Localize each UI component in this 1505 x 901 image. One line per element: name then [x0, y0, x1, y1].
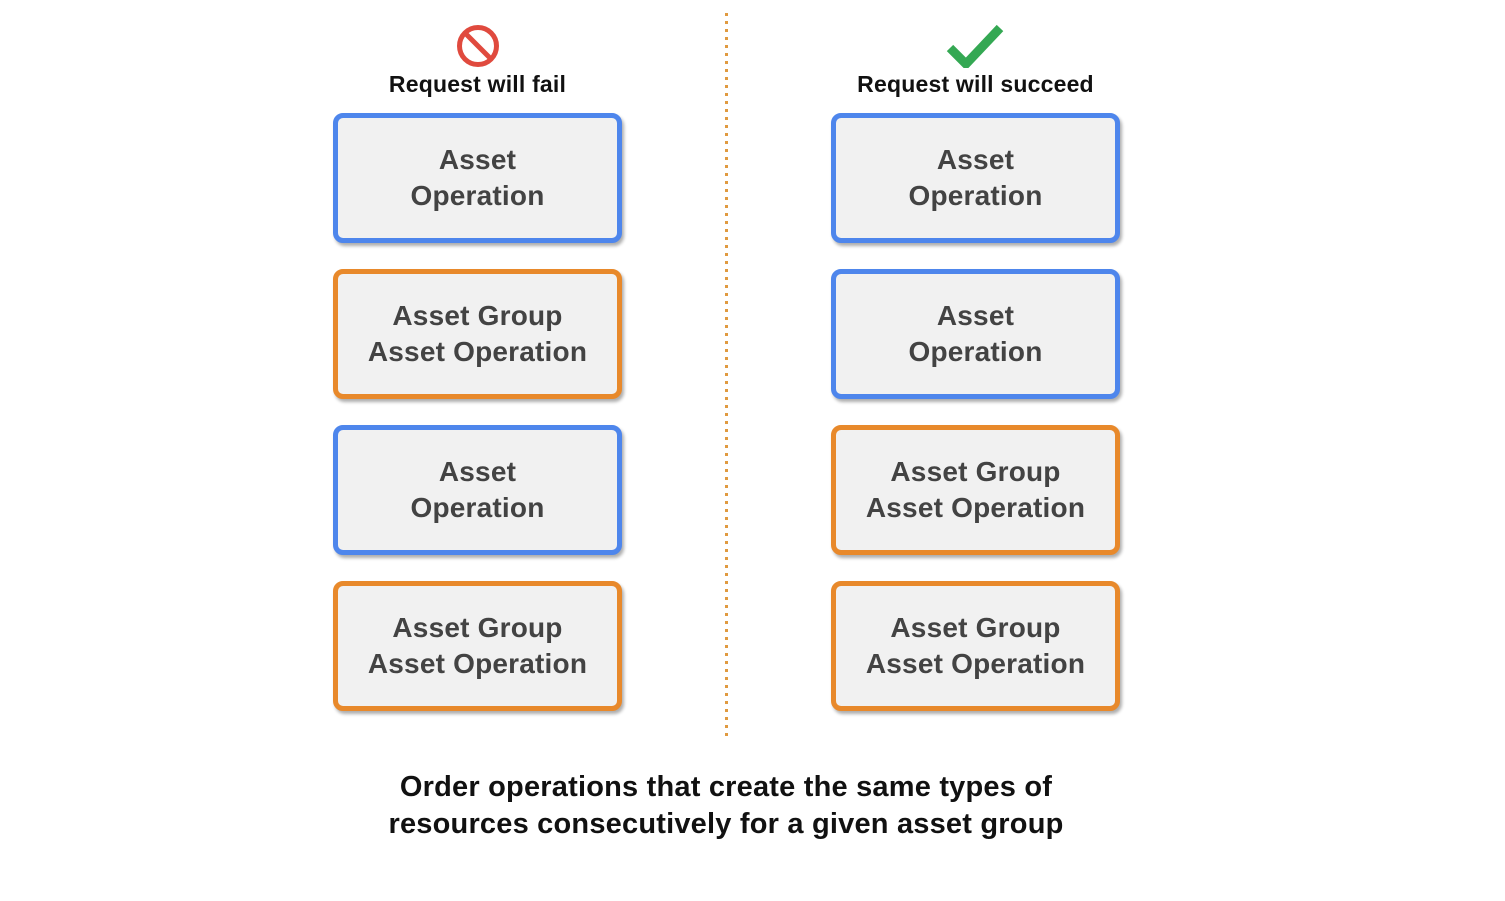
success-column: Request will succeed Asset Operation Ass… [831, 0, 1120, 737]
asset-group-asset-operation-box: Asset Group Asset Operation [333, 581, 622, 711]
box-label: Asset Operation [410, 144, 545, 211]
fail-column-header: Request will fail [389, 24, 566, 97]
asset-operation-box: Asset Operation [831, 113, 1120, 243]
fail-column: Request will fail Asset Operation Asset … [333, 0, 622, 737]
success-heading: Request will succeed [857, 71, 1094, 97]
box-label: Asset Operation [908, 144, 1043, 211]
asset-group-asset-operation-box: Asset Group Asset Operation [831, 425, 1120, 555]
box-label: Asset Group Asset Operation [367, 612, 588, 679]
box-label: Asset Group Asset Operation [367, 300, 588, 367]
asset-group-asset-operation-box: Asset Group Asset Operation [333, 269, 622, 399]
box-label: Asset Operation [908, 300, 1043, 367]
prohibition-icon [456, 24, 500, 68]
checkmark-icon [944, 24, 1006, 68]
success-column-header: Request will succeed [857, 24, 1094, 97]
dotted-divider [725, 13, 728, 740]
box-label: Asset Operation [410, 456, 545, 523]
asset-operation-box: Asset Operation [831, 269, 1120, 399]
asset-operation-box: Asset Operation [333, 113, 622, 243]
box-label: Asset Group Asset Operation [865, 456, 1086, 523]
asset-group-asset-operation-box: Asset Group Asset Operation [831, 581, 1120, 711]
caption-text: Order operations that create the same ty… [388, 771, 1064, 840]
box-label: Asset Group Asset Operation [865, 612, 1086, 679]
fail-heading: Request will fail [388, 71, 567, 97]
asset-operation-box: Asset Operation [333, 425, 622, 555]
